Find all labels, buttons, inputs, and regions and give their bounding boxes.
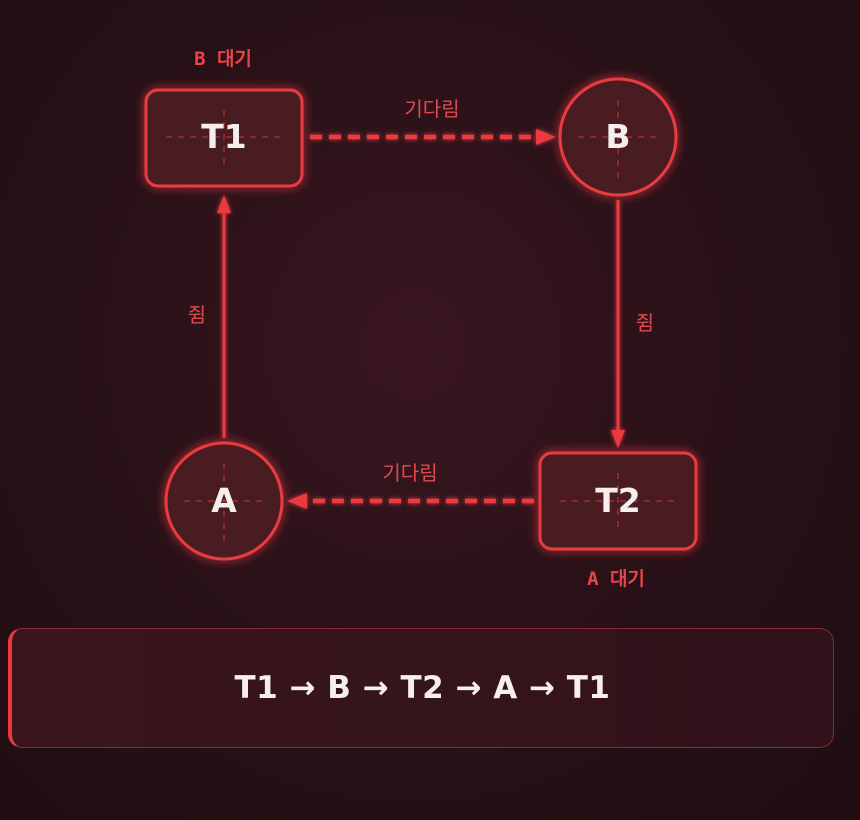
wait-note-t1: B 대기 <box>194 48 252 70</box>
node-b: B <box>558 77 678 197</box>
arrowhead-icon <box>536 129 556 145</box>
edge-label-t1-to-b: 기다림 <box>404 97 459 121</box>
node-a: A <box>164 441 284 561</box>
node-t2: T2 <box>538 451 698 551</box>
node-label-b: B <box>605 117 630 156</box>
wait-note-t2: A 대기 <box>587 568 645 590</box>
cycle-summary-text: T1 → B → T2 → A → T1 <box>234 670 611 706</box>
edge-b-to-t2 <box>611 200 625 448</box>
arrowhead-icon <box>611 430 625 448</box>
arrowhead-icon <box>287 493 307 509</box>
node-t1: T1 <box>144 88 304 188</box>
deadlock-diagram: 기다림 쥠 기다림 쥠 T1 B 대기 B T2 A 대기 <box>144 48 698 590</box>
node-label-t1: T1 <box>201 117 246 156</box>
edge-label-t2-to-a: 기다림 <box>382 461 437 485</box>
edge-t2-to-a <box>287 493 534 509</box>
edge-label-b-to-t2: 쥠 <box>636 311 654 335</box>
node-label-a: A <box>211 481 237 520</box>
node-label-t2: T2 <box>595 481 640 520</box>
arrowhead-icon <box>217 195 231 213</box>
edge-a-to-t1 <box>217 195 231 438</box>
cycle-summary-box: T1 → B → T2 → A → T1 <box>8 628 834 748</box>
edge-t1-to-b <box>310 129 556 145</box>
edge-label-a-to-t1: 쥠 <box>188 303 206 327</box>
